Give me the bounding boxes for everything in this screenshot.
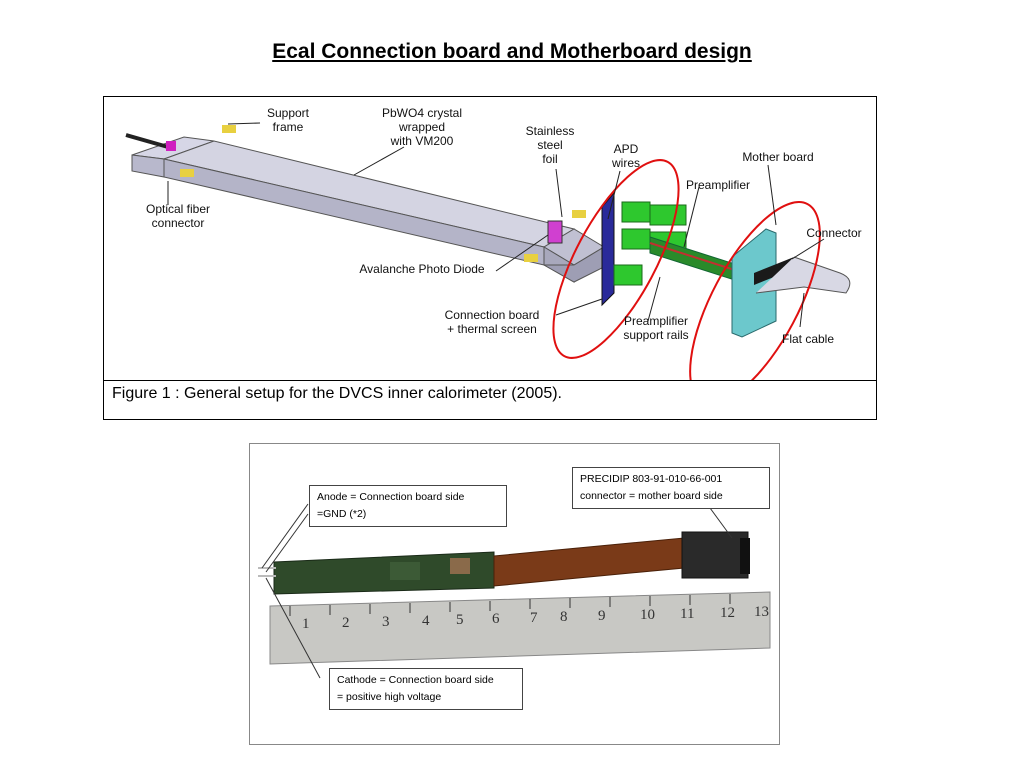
svg-text:11: 11 <box>680 606 694 622</box>
svg-text:3: 3 <box>382 614 390 630</box>
highlight-ellipse-connection-board <box>552 159 680 359</box>
label-steel-foil: Stainless <box>526 124 575 138</box>
svg-text:8: 8 <box>560 609 568 625</box>
svg-text:7: 7 <box>530 610 538 626</box>
figure-1-caption: Figure 1 : General setup for the DVCS in… <box>104 380 876 420</box>
label-connector: Connector <box>806 226 861 240</box>
connection-board-photo: 1 2 3 4 5 6 7 8 9 10 11 12 13 <box>258 503 771 679</box>
label-apd-wires: APD <box>614 142 639 156</box>
svg-text:support rails: support rails <box>623 328 688 342</box>
avalanche-photo-diode <box>547 220 563 244</box>
figure-1: Support frame PbWO4 crystal wrapped with… <box>103 96 877 420</box>
svg-text:1: 1 <box>302 616 310 632</box>
svg-text:wrapped: wrapped <box>398 120 445 134</box>
precidip-connector <box>681 531 749 579</box>
ruler-ticks <box>289 594 731 616</box>
svg-text:frame: frame <box>273 120 304 134</box>
label-crystal: PbWO4 crystal <box>382 106 462 120</box>
label-mother-board: Mother board <box>742 150 813 164</box>
svg-text:+ thermal screen: + thermal screen <box>447 322 537 336</box>
calorimeter-setup-diagram: Support frame PbWO4 crystal wrapped with… <box>125 106 862 380</box>
label-support-rails: Preamplifier <box>624 314 688 328</box>
label-optical-fiber: Optical fiber <box>146 202 210 216</box>
svg-text:5: 5 <box>456 612 464 628</box>
anode-callout: Anode = Connection board side =GND (*2) <box>309 485 507 527</box>
page-title: Ecal Connection board and Motherboard de… <box>272 40 752 63</box>
svg-text:12: 12 <box>720 605 735 621</box>
ruler <box>269 591 771 665</box>
label-preamplifier: Preamplifier <box>686 178 750 192</box>
svg-text:with VM200: with VM200 <box>390 134 454 148</box>
ruler-numbers: 1 2 3 4 5 6 7 8 9 10 11 12 13 <box>302 604 769 632</box>
crystal-top <box>162 140 576 248</box>
svg-text:4: 4 <box>422 613 430 629</box>
svg-text:steel: steel <box>537 138 562 152</box>
connector-part <box>754 257 794 285</box>
support-tab <box>222 125 236 133</box>
connection-board-pcb <box>273 551 495 595</box>
flat-cable <box>493 537 685 587</box>
svg-text:10: 10 <box>640 607 655 623</box>
callout-lines <box>261 503 733 679</box>
figure-1-caption-text: Figure 1 : General setup for the DVCS in… <box>112 385 562 402</box>
label-connection-board: Connection board <box>445 308 540 322</box>
svg-text:2: 2 <box>342 615 350 631</box>
flat-cable-part <box>755 256 851 294</box>
label-flat-cable: Flat cable <box>782 332 834 346</box>
svg-text:wires: wires <box>611 156 640 170</box>
precidip-callout: PRECIDIP 803-91-010-66-001 connector = m… <box>572 467 770 509</box>
preamplifier-block <box>621 201 651 223</box>
connection-board <box>601 191 615 307</box>
leader-lines <box>167 122 825 328</box>
cathode-callout: Cathode = Connection board side = positi… <box>329 668 523 710</box>
optical-fiber-connector <box>166 141 176 151</box>
svg-text:foil: foil <box>542 152 557 166</box>
svg-text:6: 6 <box>492 611 500 627</box>
label-support-frame: Support <box>267 106 310 120</box>
svg-text:9: 9 <box>598 608 606 624</box>
figure-2-photo: 1 2 3 4 5 6 7 8 9 10 11 12 13 <box>249 443 780 745</box>
optical-fiber <box>125 133 169 149</box>
svg-text:connector: connector <box>152 216 205 230</box>
svg-text:13: 13 <box>754 604 769 620</box>
highlight-ellipse-motherboard <box>689 201 821 380</box>
label-apd-diode: Avalanche Photo Diode <box>359 262 485 276</box>
support-frame-front <box>131 154 165 178</box>
